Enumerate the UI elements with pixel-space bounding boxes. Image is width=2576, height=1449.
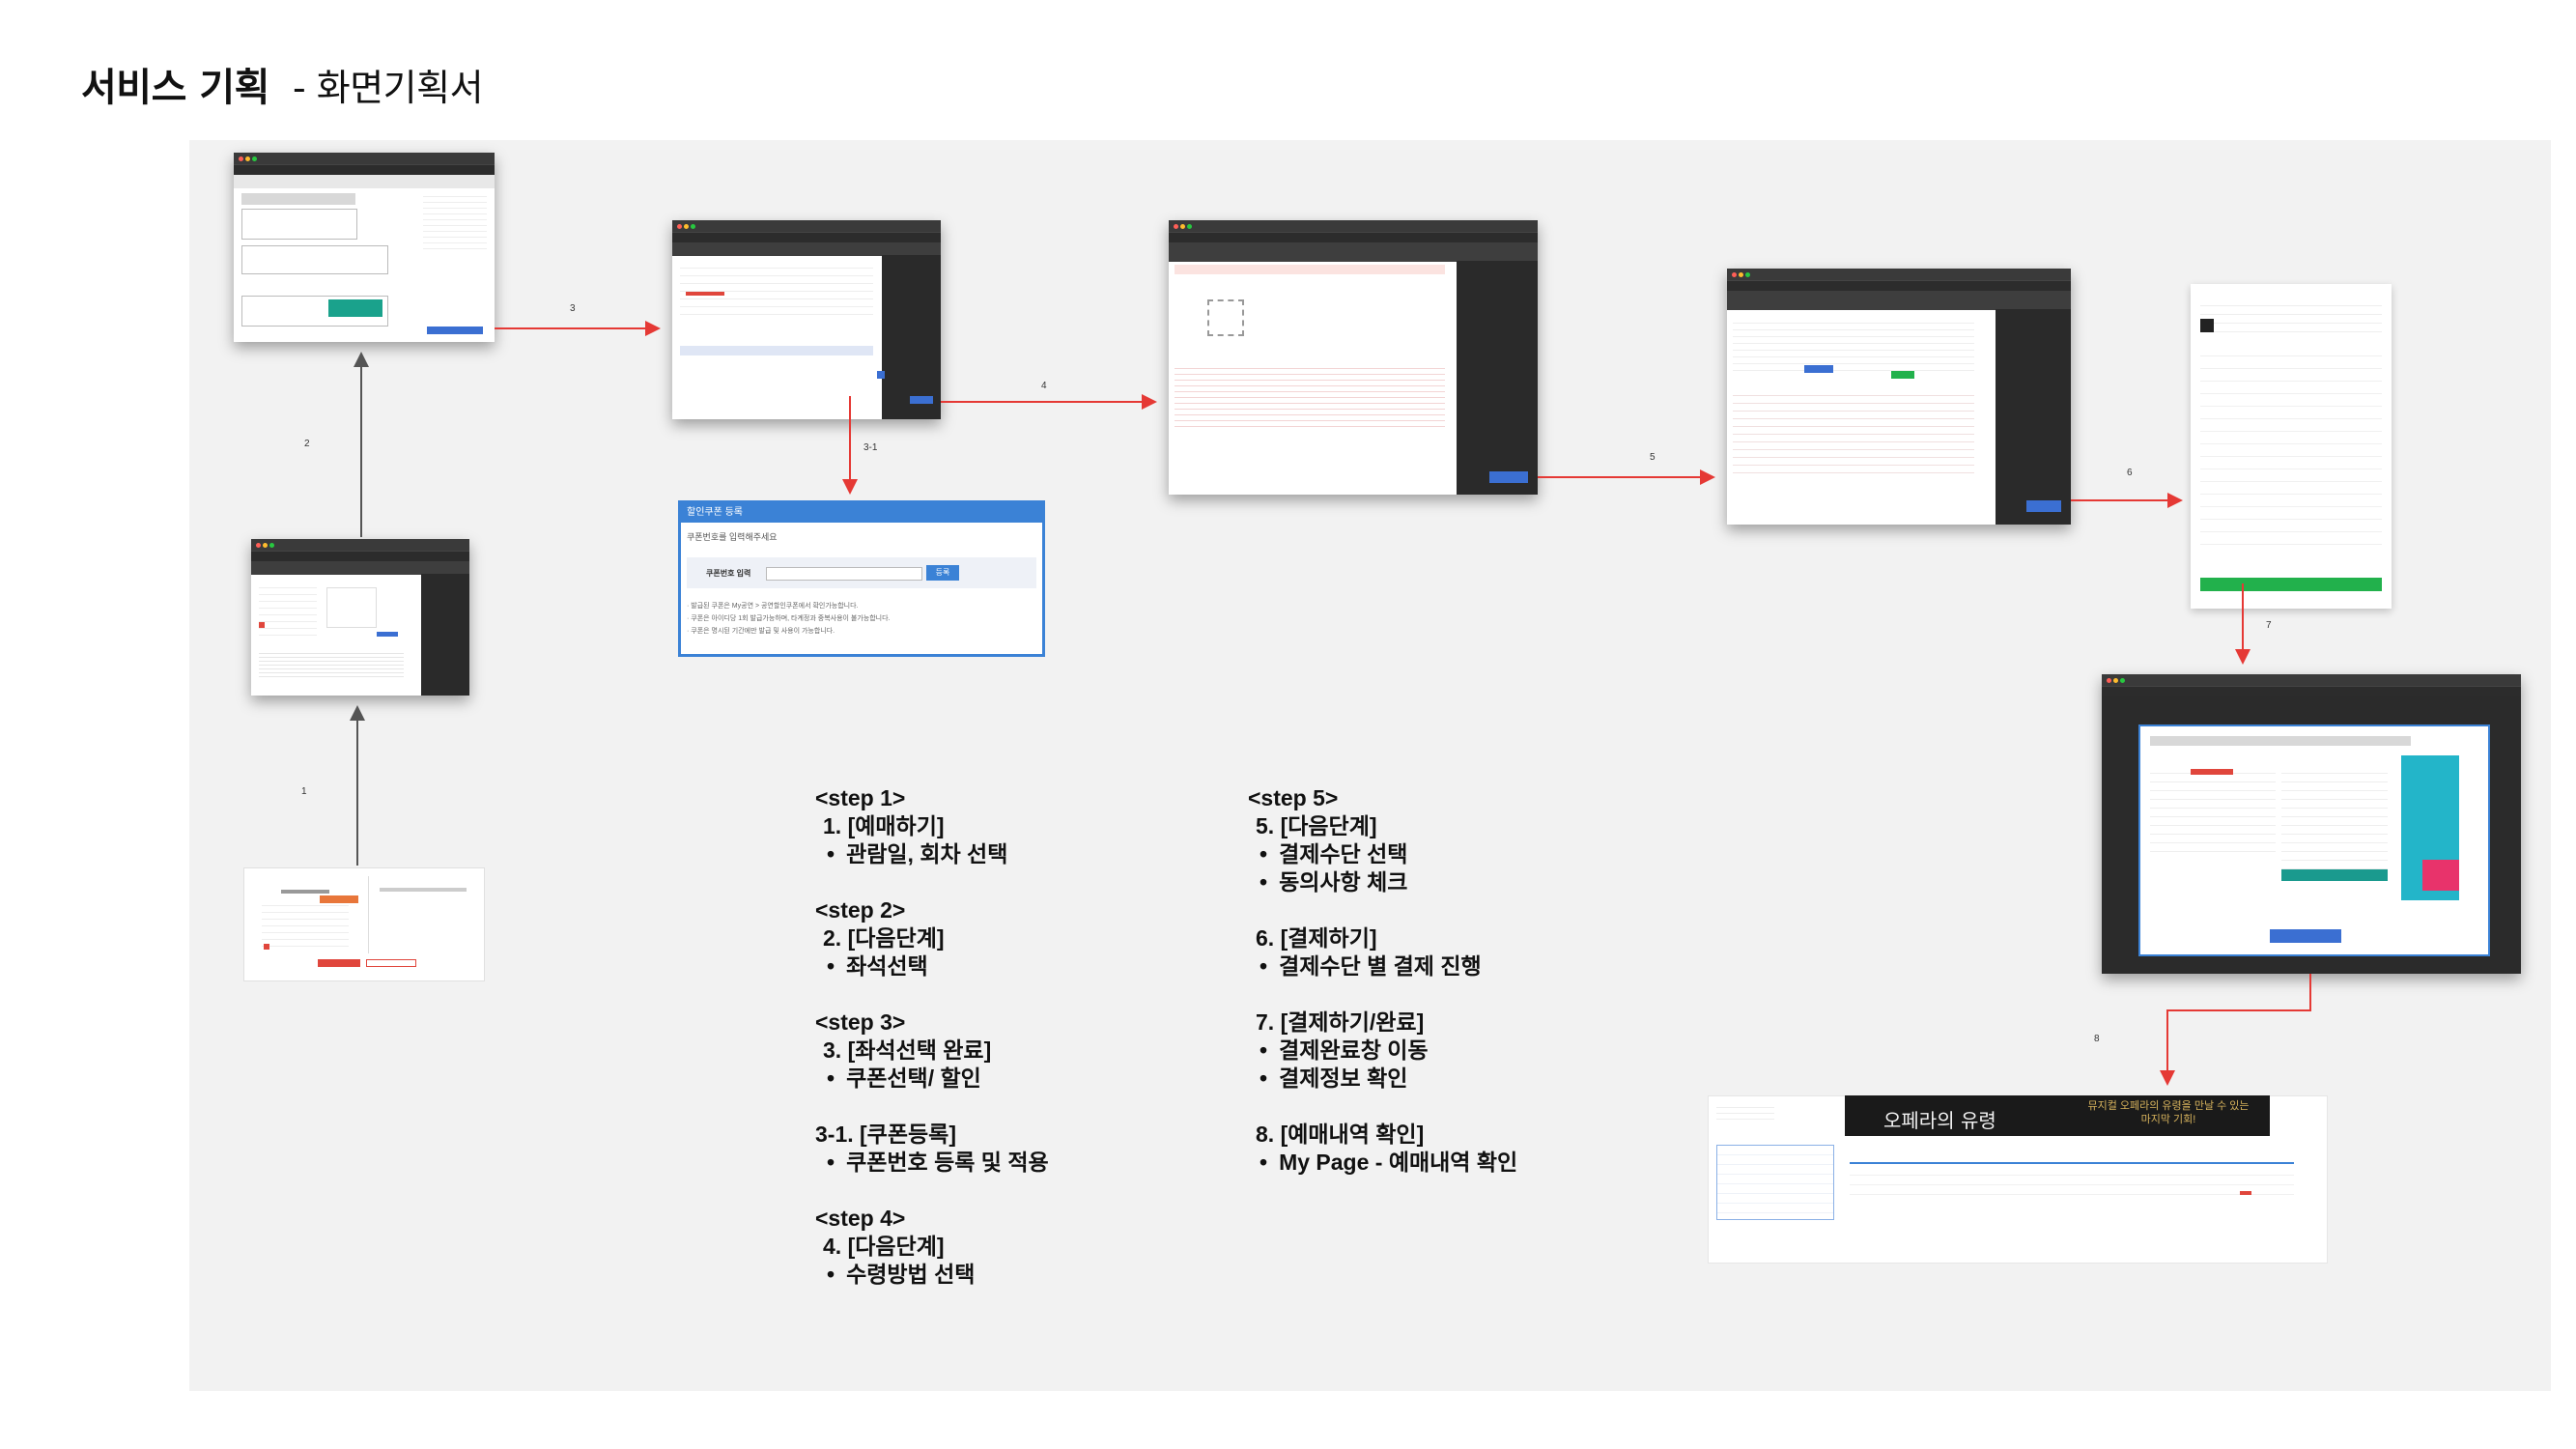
- steps-left: <step 1> 1. [예매하기] 관람일, 회차 선택 <step 2> 2…: [815, 784, 1049, 1289]
- arrow-label-1: 1: [301, 786, 307, 797]
- coupon-register-trigger[interactable]: [877, 371, 885, 379]
- screen-delivery-method: [1169, 220, 1538, 495]
- banner-title: 오페라의 유령: [1883, 1109, 1996, 1132]
- step4-item: 4. [다음단계]: [823, 1234, 945, 1259]
- qr-placeholder: [1207, 299, 1244, 336]
- calendar-panel: [252, 876, 369, 953]
- step31-item: 3-1. [쿠폰등록]: [815, 1122, 956, 1147]
- next-step-button[interactable]: [910, 396, 933, 404]
- step7-item: 7. [결제하기/완료]: [1256, 1009, 1425, 1035]
- arrow-label-2: 2: [304, 439, 310, 449]
- step4-header: <step 4>: [815, 1206, 906, 1231]
- step6-bullet: 결제수단 별 결제 진행: [1248, 952, 1517, 980]
- screen-mypage: [1708, 1095, 2328, 1264]
- step1-item: 1. [예매하기]: [823, 813, 945, 838]
- step4-bullet: 수령방법 선택: [815, 1261, 1049, 1289]
- arrow-label-6: 6: [2127, 468, 2133, 478]
- coupon-field-label: 쿠폰번호 입력: [706, 569, 751, 578]
- steps-right: <step 5> 5. [다음단계] 결제수단 선택 동의사항 체크 6. [결…: [1248, 784, 1517, 1177]
- coupon-popup-title: 할인쿠폰 등록: [681, 503, 1042, 523]
- screen-discount: [672, 220, 941, 419]
- step7-bullet1: 결제완료창 이동: [1248, 1037, 1517, 1065]
- mypage-banner[interactable]: 오페라의 유령 뮤지컬 오페라의 유령을 만날 수 있는 마지막 기회!: [1845, 1095, 2270, 1136]
- booking-detail-button[interactable]: [366, 959, 416, 967]
- step6-item: 6. [결제하기]: [1256, 925, 1377, 951]
- arrow-label-7: 7: [2266, 620, 2272, 631]
- page-subtitle: - 화면기획서: [292, 67, 484, 109]
- banner-tagline: 뮤지컬 오페라의 유령을 만날 수 있는 마지막 기회!: [2087, 1100, 2250, 1125]
- arrow-label-4: 4: [1041, 381, 1047, 391]
- step3-header: <step 3>: [815, 1009, 906, 1035]
- round-selected[interactable]: [320, 895, 358, 903]
- coupon-section[interactable]: [680, 346, 873, 355]
- pay-button[interactable]: [2026, 500, 2061, 512]
- step8-bullet: My Page - 예매내역 확인: [1248, 1149, 1517, 1177]
- step7-bullet2: 결제정보 확인: [1248, 1065, 1517, 1093]
- step1-header: <step 1>: [815, 785, 906, 810]
- step3-bullet: 쿠폰선택/ 할인: [815, 1065, 1049, 1093]
- screen-payment-gateway: [2191, 284, 2392, 609]
- arrow-label-5: 5: [1650, 452, 1656, 463]
- next-step-button[interactable]: [377, 632, 398, 637]
- screen-seat-selection: [234, 153, 495, 342]
- arrow-label-8: 8: [2094, 1034, 2100, 1044]
- step8-item: 8. [예매내역 확인]: [1256, 1122, 1425, 1147]
- step5-bullet2: 동의사항 체크: [1248, 868, 1517, 896]
- coupon-notes: · 발급된 쿠폰은 My공연 > 공연할인쿠폰에서 확인가능합니다. · 쿠폰은…: [687, 603, 891, 635]
- selected-date[interactable]: [264, 944, 269, 950]
- mypage-menu[interactable]: [1716, 1145, 1834, 1220]
- payment-confirm-button[interactable]: [2200, 578, 2382, 591]
- page-title: 서비스 기획- 화면기획서: [81, 66, 484, 110]
- booking-check-button[interactable]: [2270, 929, 2341, 943]
- pay-option[interactable]: [1891, 371, 1914, 379]
- screen-payment-method: [1727, 269, 2071, 525]
- coupon-number-input[interactable]: [766, 567, 922, 581]
- step5-header: <step 5>: [1248, 785, 1339, 810]
- screen-date-selection: [243, 867, 485, 981]
- step2-item: 2. [다음단계]: [823, 925, 945, 951]
- seat-block-selected[interactable]: [328, 299, 382, 317]
- step31-bullet: 쿠폰번호 등록 및 적용: [815, 1149, 1049, 1177]
- stage: [241, 193, 355, 205]
- coupon-popup-description: 쿠폰번호를 입력해주세요: [687, 532, 778, 542]
- coupon-register-popup: 할인쿠폰 등록 쿠폰번호를 입력해주세요 쿠폰번호 입력 등록 · 발급된 쿠폰…: [678, 500, 1045, 657]
- screen-booking-calendar: [251, 539, 469, 696]
- step1-bullet: 관람일, 회차 선택: [815, 840, 1049, 868]
- coupon-input-row: 쿠폰번호 입력 등록: [687, 557, 1036, 588]
- arrow-label-3-1: 3-1: [863, 442, 878, 453]
- next-step-button[interactable]: [1489, 471, 1528, 483]
- calendar-grid[interactable]: [259, 582, 317, 639]
- screen-payment-complete: [2102, 674, 2521, 974]
- recent-bookings-table: [1850, 1166, 2294, 1195]
- seat-complete-button[interactable]: [427, 327, 483, 334]
- reserve-button[interactable]: [318, 959, 360, 967]
- step2-bullet: 좌석선택: [815, 952, 1049, 980]
- step3-item: 3. [좌석선택 완료]: [823, 1037, 992, 1063]
- step5-item: 5. [다음단계]: [1256, 813, 1377, 838]
- step5-bullet1: 결제수단 선택: [1248, 840, 1517, 868]
- step2-header: <step 2>: [815, 897, 906, 923]
- complete-panel: [2138, 724, 2490, 956]
- arrow-label-3: 3: [570, 303, 576, 314]
- coupon-register-button[interactable]: 등록: [926, 565, 959, 581]
- pay-option-selected[interactable]: [1804, 365, 1833, 373]
